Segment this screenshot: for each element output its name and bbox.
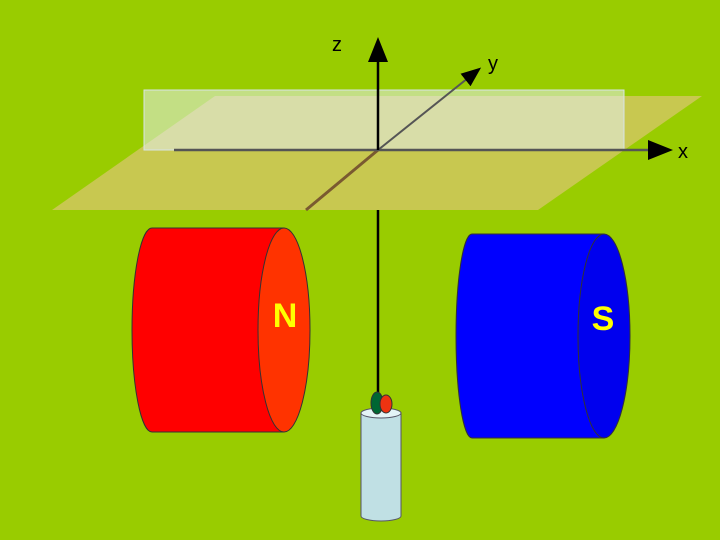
south-magnet-body — [455, 233, 605, 439]
south-magnet-face — [577, 233, 631, 439]
north-magnet: N — [131, 227, 311, 433]
glass-cylinder — [360, 407, 402, 522]
z-axis-label: z — [332, 34, 342, 56]
cylinder-body — [360, 412, 402, 522]
north-magnet-face — [257, 227, 311, 433]
north-magnet-body — [131, 227, 285, 433]
y-axis — [305, 148, 379, 212]
y-axis-upper — [377, 67, 482, 151]
south-pole-label: S — [592, 300, 615, 338]
x-axis-label: x — [678, 141, 688, 163]
vertical-plane — [143, 89, 625, 151]
hanging-balls — [370, 391, 393, 415]
y-axis-label: y — [488, 53, 498, 75]
south-magnet: S — [455, 233, 631, 439]
north-pole-label: N — [273, 297, 298, 335]
red-ball — [379, 394, 393, 414]
